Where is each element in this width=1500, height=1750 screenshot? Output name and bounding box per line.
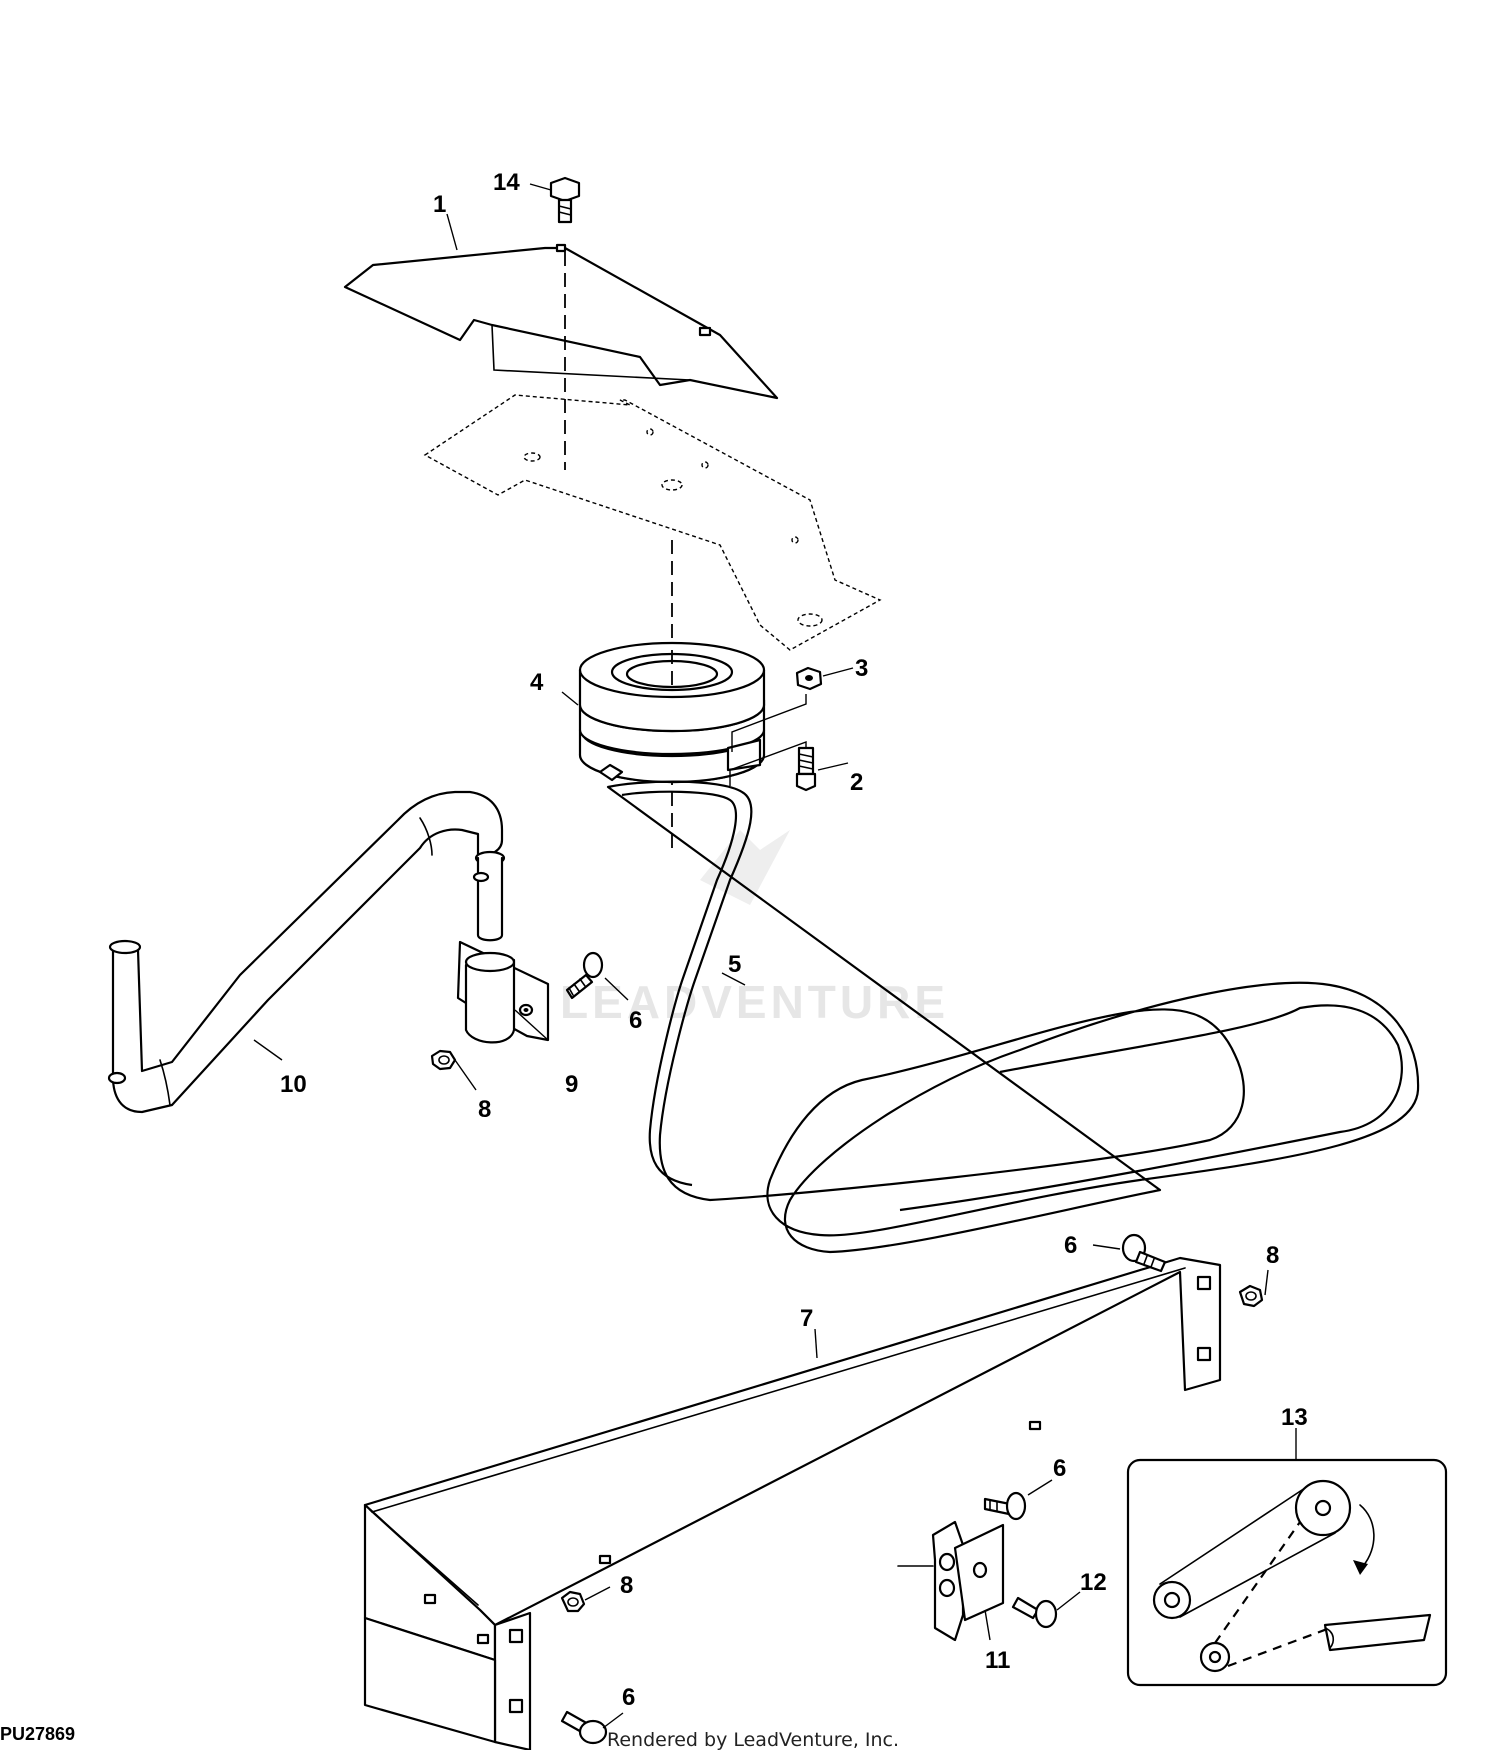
- bracket-part: [897, 1520, 1005, 1642]
- clutch-pulley-part: [578, 641, 766, 784]
- leader-lines: [253, 183, 1297, 1729]
- callout-6-bracket: 6: [1053, 1455, 1066, 1482]
- flange-nut-part-shield-bottom: [560, 1590, 586, 1613]
- watermark-logo-icon: [700, 830, 790, 905]
- carriage-bolt-part-shield-bottom: [560, 1710, 608, 1745]
- callout-3: 3: [855, 655, 868, 682]
- callout-10: 10: [280, 1071, 307, 1098]
- callout-8-shield-bottom: 8: [620, 1572, 633, 1599]
- belt-shield-part: [363, 1256, 1222, 1750]
- render-credit: Rendered by LeadVenture, Inc.: [607, 1729, 899, 1750]
- callout-4: 4: [530, 669, 544, 696]
- callout-6-shield-bottom: 6: [622, 1684, 635, 1711]
- callout-11: 11: [985, 1647, 1010, 1674]
- bolt-alignment-line: [729, 740, 807, 786]
- pivot-bracket-part: [456, 940, 550, 1044]
- watermark-text: LEADVENTURE: [560, 976, 949, 1028]
- callout-labels: 1 2 3 4 5 6 6 6 6 7 8 8 8 9 10 11 12 13 …: [280, 169, 1308, 1711]
- callout-8-shield-top: 8: [1266, 1242, 1279, 1269]
- figure-id: PU27869: [0, 1724, 75, 1744]
- callout-13: 13: [1281, 1404, 1308, 1431]
- callout-6-shield-top: 6: [1064, 1232, 1077, 1259]
- callout-14: 14: [493, 169, 520, 196]
- callout-8-upper: 8: [478, 1096, 491, 1123]
- idler-arm-rod-part: [107, 790, 506, 1114]
- callout-7: 7: [800, 1305, 813, 1332]
- mounting-bracket-ghost: [423, 394, 882, 651]
- drive-belt-part: [606, 780, 1420, 1254]
- nut-part: [795, 666, 823, 691]
- callout-5: 5: [728, 951, 741, 978]
- watermark: LEADVENTURE: [560, 830, 949, 1028]
- belt-guard-part: [343, 243, 779, 400]
- flange-nut-part-upper: [430, 1049, 457, 1071]
- callout-6-upper: 6: [629, 1007, 642, 1034]
- callout-2: 2: [850, 769, 863, 796]
- callout-12: 12: [1080, 1569, 1107, 1596]
- carriage-bolt-part-12: [1011, 1596, 1058, 1629]
- flange-nut-part-shield-top: [1238, 1284, 1264, 1308]
- callout-9: 9: [565, 1071, 578, 1098]
- carriage-bolt-part-upper: [565, 951, 604, 1000]
- carriage-bolt-part-bracket: [983, 1491, 1027, 1521]
- callout-1: 1: [433, 191, 446, 218]
- bolt-part: [795, 746, 817, 792]
- carriage-bolt-part-shield-top: [1121, 1233, 1167, 1273]
- screw-part: [549, 176, 581, 224]
- belt-routing-inset: [1126, 1458, 1448, 1687]
- nut-alignment-line: [731, 694, 807, 752]
